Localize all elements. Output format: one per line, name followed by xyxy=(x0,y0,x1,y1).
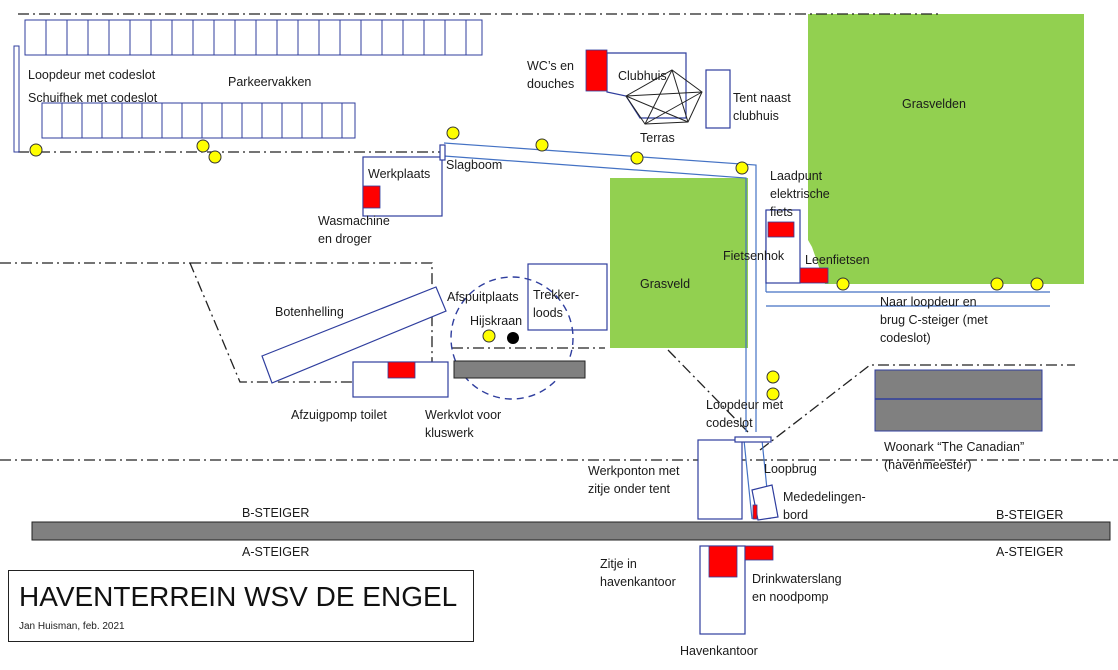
lamp-icon xyxy=(208,150,222,164)
slagboom-gate xyxy=(439,144,446,161)
lamp-icon xyxy=(990,277,1004,291)
label-fietsenhok: Fietsenhok xyxy=(723,249,785,263)
red-facilities xyxy=(362,49,829,578)
laadpunt-block xyxy=(767,221,795,238)
lamp-icon xyxy=(735,161,749,175)
label-botenhelling: Botenhelling xyxy=(275,305,344,319)
label-b-steiger-left: B-STEIGER xyxy=(242,506,310,520)
grasveld-area xyxy=(610,178,748,348)
label-terras: Terras xyxy=(640,131,675,145)
label-werkponton: Werkponton met zitje onder tent xyxy=(588,464,680,496)
buildings xyxy=(261,52,801,635)
lamp-icon xyxy=(29,143,43,157)
mededelingenbord-marker xyxy=(752,504,758,520)
label-clubhuis: Clubhuis xyxy=(618,69,667,83)
grasvelden-area xyxy=(808,14,1084,284)
lamp-icon xyxy=(446,126,460,140)
label-werkvlot: Werkvlot voor kluswerk xyxy=(425,408,502,440)
lamp-posts xyxy=(29,126,1044,401)
label-afzuigpomp: Afzuigpomp toilet xyxy=(291,408,387,422)
label-afspuitplaats: Afspuitplaats xyxy=(447,290,519,304)
terras xyxy=(625,69,703,125)
terrain-boundaries xyxy=(0,13,1118,461)
label-grasveld: Grasveld xyxy=(640,277,691,291)
label-zitje: Zitje in havenkantoor xyxy=(600,557,676,589)
map-title: HAVENTERREIN WSV DE ENGEL xyxy=(19,581,458,612)
title-box: HAVENTERREIN WSV DE ENGEL Jan Huisman, f… xyxy=(8,570,474,642)
label-hijskraan: Hijskraan xyxy=(470,314,523,328)
label-schuifhek: Schuifhek met codeslot xyxy=(28,91,158,105)
wc-douches-block xyxy=(585,49,608,92)
parking-bays xyxy=(13,19,483,153)
label-laadpunt: Laadpunt elektrische fiets xyxy=(770,169,830,219)
label-woonark: Woonark “The Canadian” (havenmeester) xyxy=(884,440,1025,472)
botenhelling xyxy=(261,286,447,384)
lamp-icon xyxy=(196,139,210,153)
werkvlot-raft xyxy=(453,360,586,379)
leenfietsen-block xyxy=(799,267,829,284)
label-werkplaats: Werkplaats xyxy=(368,167,431,181)
loopbrug-gate xyxy=(734,436,772,443)
footpaths xyxy=(443,142,1050,520)
jetties xyxy=(31,360,1111,541)
label-wc-douches: WC’s en douches xyxy=(527,59,575,91)
label-tent-clubhuis: Tent naast clubhuis xyxy=(733,91,791,123)
lamp-icon xyxy=(482,329,496,343)
zitje-block xyxy=(708,545,738,578)
ab-steiger-jetty xyxy=(31,521,1111,541)
label-loopdeur-codeslot: Loopdeur met codeslot xyxy=(28,68,156,82)
label-b-steiger-right: B-STEIGER xyxy=(996,508,1064,522)
werkponton xyxy=(697,439,743,520)
author-line: Jan Huisman, feb. 2021 xyxy=(19,621,125,632)
label-leenfietsen: Leenfietsen xyxy=(805,253,870,267)
label-loopbrug: Loopbrug xyxy=(764,462,817,476)
label-slagboom: Slagboom xyxy=(446,158,503,172)
wasmachine-block xyxy=(362,185,381,209)
label-loopdeur-codeslot-2: Loopdeur met codeslot xyxy=(706,398,784,430)
hijskraan-icon xyxy=(507,332,519,344)
label-a-steiger-right: A-STEIGER xyxy=(996,545,1064,559)
drinkwater-block xyxy=(744,545,774,561)
label-drinkwater: Drinkwaterslang en noodpomp xyxy=(752,572,842,604)
lamp-icon xyxy=(630,151,644,165)
label-wasmachine: Wasmachine en droger xyxy=(318,214,390,246)
trekkerloods-building xyxy=(527,263,608,331)
label-a-steiger-left: A-STEIGER xyxy=(242,545,310,559)
label-naar-loopdeur: Naar loopdeur en brug C-steiger (met cod… xyxy=(880,295,988,345)
label-trekkerloods: Trekker- loods xyxy=(533,288,580,320)
hijskraan-range xyxy=(450,276,574,400)
lamp-icon xyxy=(535,138,549,152)
clubhuis-building xyxy=(606,52,687,119)
afzuigpomp-block xyxy=(387,361,416,379)
label-mededelingenbord: Mededelingen- bord xyxy=(783,490,866,522)
lamp-icon xyxy=(836,277,850,291)
lamp-icon xyxy=(766,370,780,384)
label-grasvelden: Grasvelden xyxy=(902,97,966,111)
tent-naast-clubhuis xyxy=(705,69,731,129)
lamp-icon xyxy=(766,387,780,401)
woonark-boat xyxy=(874,369,1043,432)
label-parkeervakken: Parkeervakken xyxy=(228,75,312,89)
label-havenkantoor: Havenkantoor xyxy=(680,644,758,658)
lamp-icon xyxy=(1030,277,1044,291)
